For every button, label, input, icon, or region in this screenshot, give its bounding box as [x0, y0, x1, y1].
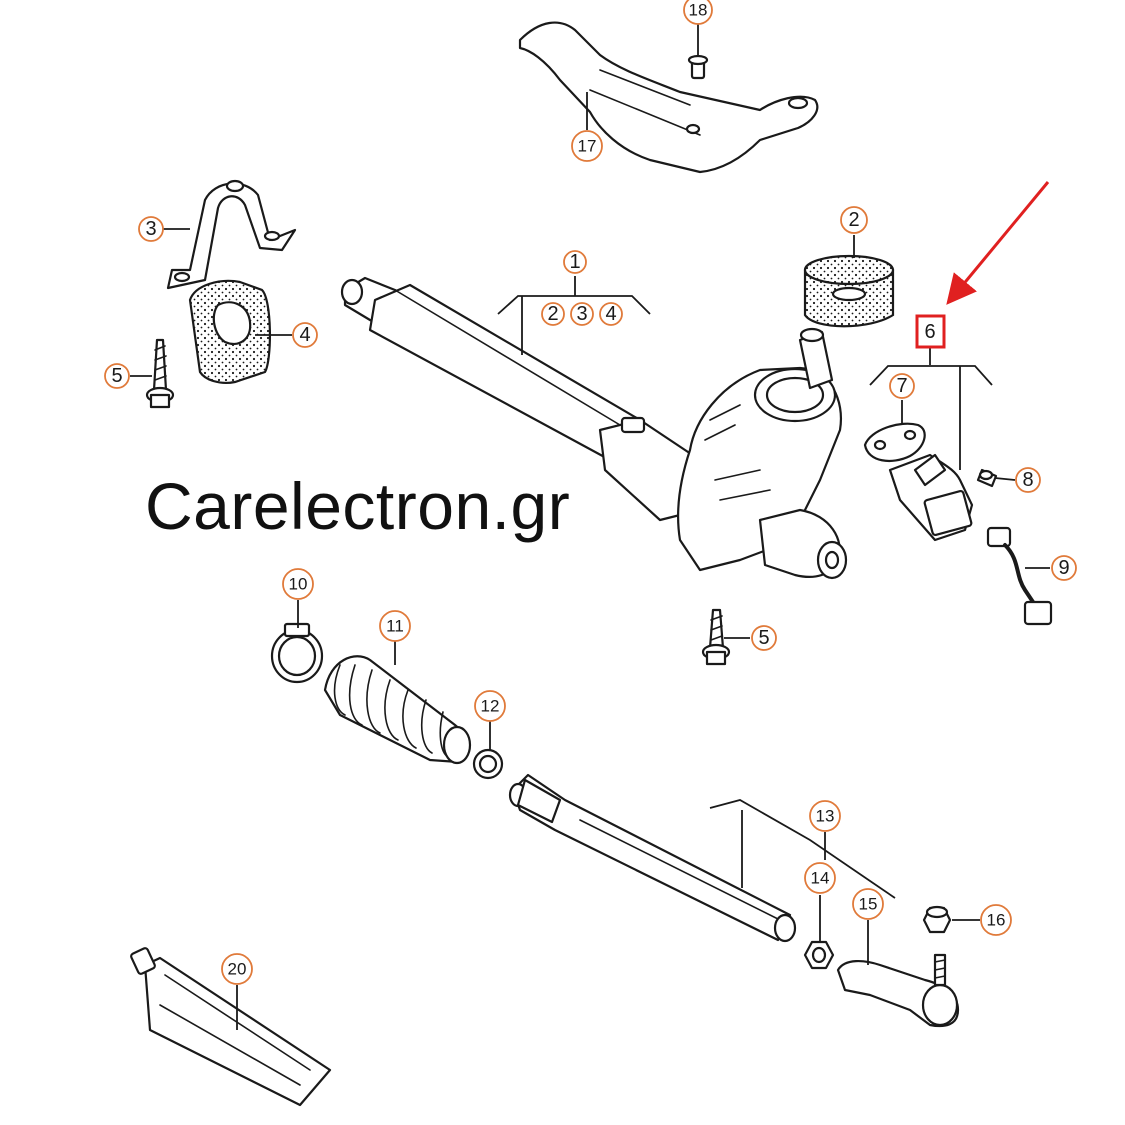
callout-14: 14	[804, 862, 836, 894]
svg-text:14: 14	[811, 869, 830, 888]
callout-1: 1	[563, 250, 587, 274]
svg-text:9: 9	[1058, 557, 1069, 579]
callout-1-sub-3: 3	[570, 302, 594, 326]
callout-11: 11	[379, 610, 411, 642]
callout-13: 13	[809, 800, 841, 832]
callout-20: 20	[221, 953, 253, 985]
callout-7: 7	[889, 373, 915, 399]
svg-text:6: 6	[924, 321, 935, 343]
svg-text:7: 7	[896, 375, 907, 397]
callout-4: 4	[292, 322, 318, 348]
svg-text:17: 17	[578, 137, 597, 156]
svg-text:2: 2	[547, 303, 558, 325]
stabilizer-clamp	[166, 179, 297, 290]
svg-text:8: 8	[1022, 469, 1033, 491]
leader-lines	[130, 92, 1050, 1030]
watermark-text: Carelectron.gr	[145, 469, 571, 543]
callout-3: 3	[138, 216, 164, 242]
callout-5-left: 5	[104, 363, 130, 389]
svg-text:1: 1	[569, 251, 580, 273]
svg-text:4: 4	[605, 303, 616, 325]
callout-9: 9	[1051, 555, 1077, 581]
mounting-bracket	[518, 21, 819, 174]
group-bracket-1	[497, 276, 651, 355]
callout-12: 12	[474, 690, 506, 722]
callout-8: 8	[1015, 467, 1041, 493]
svg-text:18: 18	[689, 1, 708, 20]
screw-left	[145, 338, 175, 409]
svg-text:13: 13	[816, 807, 835, 826]
callout-17: 17	[571, 130, 603, 162]
boot-clamp-small	[472, 748, 504, 780]
svg-text:12: 12	[481, 697, 500, 716]
top-damping-bush	[803, 254, 895, 328]
screw-center	[701, 608, 731, 666]
svg-text:3: 3	[145, 218, 156, 240]
group-bracket-13	[709, 799, 896, 899]
svg-text:16: 16	[987, 911, 1006, 930]
wiring-harness	[986, 526, 1053, 626]
sensor-gasket	[863, 422, 926, 463]
tie-rod-end-nut	[922, 905, 952, 934]
steering-angle-sensor	[888, 453, 974, 542]
svg-text:10: 10	[289, 575, 308, 594]
svg-text:3: 3	[576, 303, 587, 325]
rubber-bush	[188, 279, 271, 384]
callout-16: 16	[980, 904, 1012, 936]
steering-rack	[340, 276, 848, 580]
callout-6-highlighted: 6	[915, 314, 946, 349]
tie-rod	[508, 773, 797, 943]
callout-10: 10	[282, 568, 314, 600]
callout-1-sub-2: 2	[541, 302, 565, 326]
callout-15: 15	[852, 888, 884, 920]
bracket-bolt	[687, 22, 709, 80]
svg-text:5: 5	[111, 365, 122, 387]
tie-rod-end	[836, 953, 960, 1028]
svg-text:15: 15	[859, 895, 878, 914]
boot-clamp-large	[270, 622, 324, 684]
highlight-arrow	[946, 181, 1050, 305]
svg-text:5: 5	[758, 627, 769, 649]
callout-18: 18	[683, 0, 713, 25]
grease-tube	[130, 947, 332, 1107]
sensor-screw	[976, 468, 998, 488]
callout-2: 2	[840, 206, 868, 234]
callout-5-center: 5	[751, 625, 777, 651]
svg-text:2: 2	[848, 209, 859, 231]
svg-text:20: 20	[228, 960, 247, 979]
svg-text:4: 4	[299, 324, 310, 346]
callout-1-sub-4: 4	[599, 302, 623, 326]
bellows-boot	[323, 655, 472, 765]
svg-text:11: 11	[386, 617, 404, 636]
hex-nut	[803, 940, 835, 970]
